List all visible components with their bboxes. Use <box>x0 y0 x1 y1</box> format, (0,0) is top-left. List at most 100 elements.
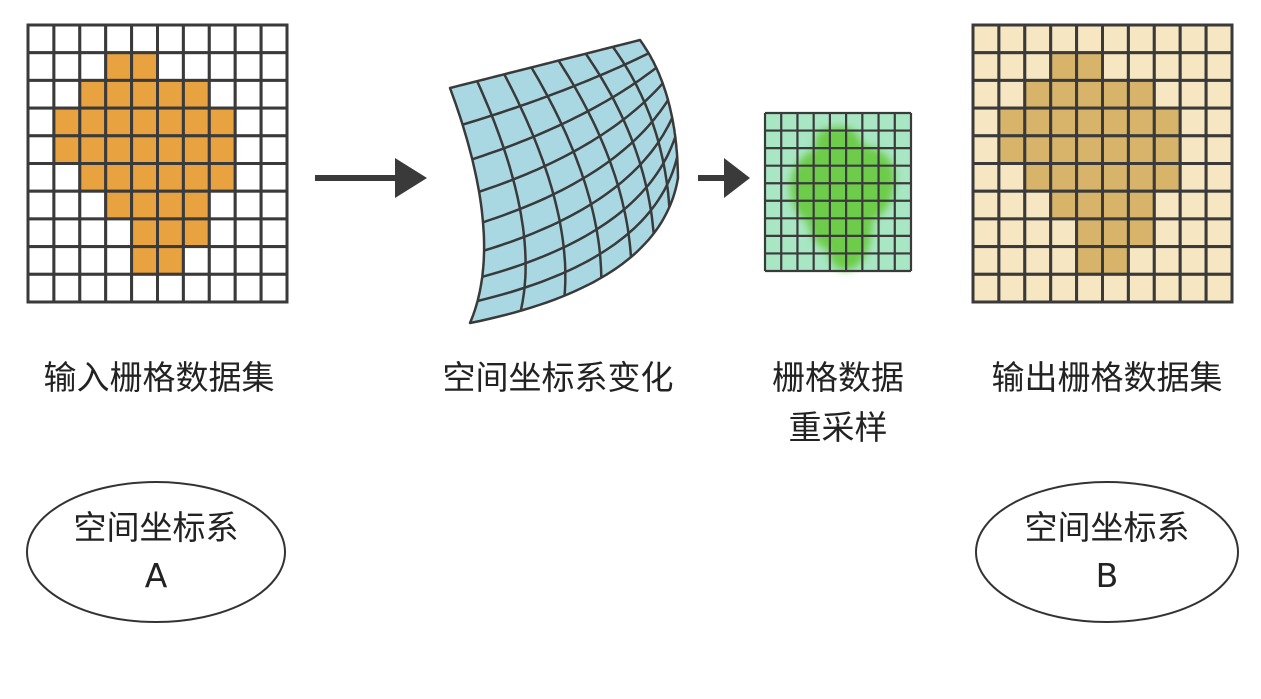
raster-cell <box>1126 51 1156 82</box>
raster-cell <box>1178 162 1208 193</box>
raster-cell <box>26 245 56 276</box>
raster-cell <box>1023 51 1053 82</box>
grid-line <box>483 117 674 252</box>
raster-cell <box>1126 23 1156 55</box>
raster-cell <box>1152 162 1182 193</box>
raster-cell <box>1204 106 1234 138</box>
raster-cell <box>207 217 237 249</box>
raster-cell <box>1075 189 1104 221</box>
raster-cell <box>1023 78 1053 110</box>
raster-cell <box>130 189 160 221</box>
raster-cell <box>1204 51 1234 82</box>
raster-cell <box>78 245 108 276</box>
raster-cell <box>1049 245 1079 276</box>
raster-cell <box>1023 217 1053 249</box>
raster-cell <box>104 162 134 193</box>
raster-cell <box>156 162 185 193</box>
crs-b-text-2: B <box>1095 556 1119 595</box>
raster-cell <box>1101 134 1130 166</box>
grid-line <box>482 99 670 224</box>
raster-cell <box>104 272 134 304</box>
raster-cell <box>997 217 1027 249</box>
raster-cell <box>130 217 160 249</box>
raster-cell <box>181 245 211 276</box>
raster-cell <box>1152 272 1182 304</box>
raster-cell <box>1126 162 1156 193</box>
raster-cell <box>181 272 211 304</box>
arrow-2 <box>698 158 750 198</box>
raster-cell <box>1204 23 1234 55</box>
raster-cell <box>1178 189 1208 221</box>
raster-cell <box>997 134 1027 166</box>
raster-cell <box>26 134 56 166</box>
raster-cell <box>1023 272 1053 304</box>
raster-cell <box>1023 162 1053 193</box>
raster-cell <box>997 78 1027 110</box>
resampled-blob <box>790 126 896 271</box>
raster-cell <box>1101 217 1130 249</box>
raster-cell <box>207 245 237 276</box>
raster-cell <box>78 106 108 138</box>
raster-cell <box>259 78 289 110</box>
raster-cell <box>1204 245 1234 276</box>
input-label: 输入栅格数据集 <box>43 358 275 397</box>
grid-line <box>462 52 650 126</box>
raster-cell <box>52 245 82 276</box>
raster-cell <box>1049 51 1079 82</box>
output-raster-grid <box>971 23 1234 304</box>
raster-cell <box>52 217 82 249</box>
raster-cell <box>130 78 160 110</box>
raster-cell <box>1075 78 1104 110</box>
crs-a-text-2: A <box>144 556 168 595</box>
raster-cell <box>971 162 1001 193</box>
raster-cell <box>971 106 1001 138</box>
raster-cell <box>997 23 1027 55</box>
raster-cell <box>1178 78 1208 110</box>
arrow-1 <box>315 158 427 198</box>
raster-cell <box>971 272 1001 304</box>
raster-cell <box>1049 23 1079 55</box>
raster-cell <box>1152 134 1182 166</box>
raster-cell <box>78 272 108 304</box>
raster-cell <box>259 245 289 276</box>
raster-cell <box>259 23 289 55</box>
raster-cell <box>207 189 237 221</box>
raster-cell <box>259 162 289 193</box>
raster-cell <box>156 189 185 221</box>
raster-cell <box>971 217 1001 249</box>
raster-cell <box>1204 272 1234 304</box>
raster-cell <box>1049 134 1079 166</box>
raster-cell <box>1126 217 1156 249</box>
raster-cell <box>26 217 56 249</box>
raster-cell <box>259 189 289 221</box>
raster-cell <box>130 272 160 304</box>
raster-cell <box>181 189 211 221</box>
raster-cell <box>1101 23 1130 55</box>
raster-cell <box>1075 245 1104 276</box>
raster-cell <box>233 78 263 110</box>
raster-cell <box>997 272 1027 304</box>
warped-grid <box>448 38 680 325</box>
raster-cell <box>233 189 263 221</box>
raster-cell <box>26 189 56 221</box>
raster-cell <box>1152 51 1182 82</box>
raster-cell <box>1178 134 1208 166</box>
raster-cell <box>233 134 263 166</box>
crs-a-text-1: 空间坐标系 <box>73 508 239 547</box>
raster-cell <box>104 106 134 138</box>
crs-a-ellipse <box>26 481 286 623</box>
raster-cell <box>997 51 1027 82</box>
input-raster-grid <box>26 23 289 304</box>
raster-cell <box>1178 23 1208 55</box>
raster-cell <box>207 162 237 193</box>
raster-cell <box>104 23 134 55</box>
raster-cell <box>997 106 1027 138</box>
raster-cell <box>1101 189 1130 221</box>
raster-cell <box>52 51 82 82</box>
raster-cell <box>207 272 237 304</box>
output-label: 输出栅格数据集 <box>991 358 1223 397</box>
raster-cell <box>156 78 185 110</box>
raster-cell <box>1152 23 1182 55</box>
raster-cell <box>233 217 263 249</box>
